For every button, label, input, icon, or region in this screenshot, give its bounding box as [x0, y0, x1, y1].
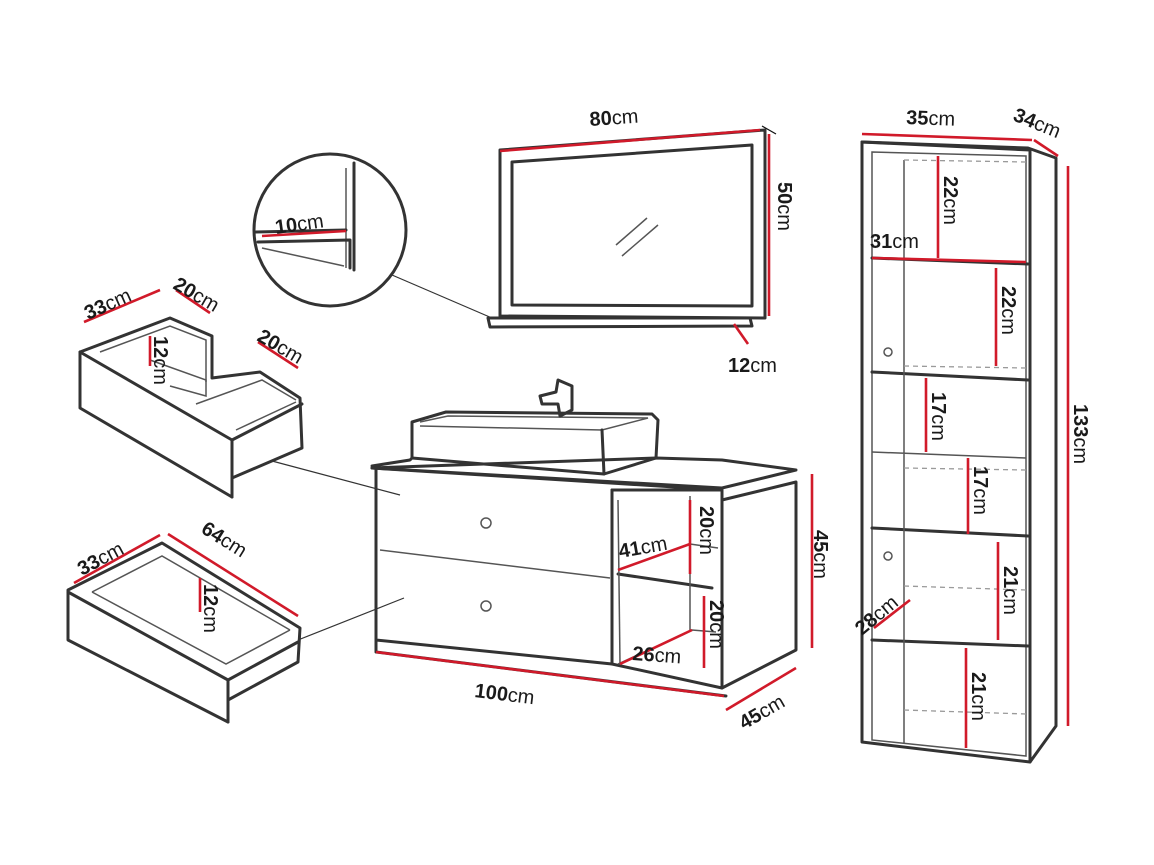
dimension-labels: 80cm 50cm 12cm 10cm 33cm 20cm 12cm 20cm …: [74, 104, 1091, 734]
mirror-height-label: 50cm: [773, 182, 795, 231]
tall-cabinet-inner-width-label: 31cm: [870, 231, 919, 253]
tall-cabinet-shelf-5-label: 21cm: [999, 566, 1021, 615]
frame-detail-zoom: [252, 152, 493, 319]
tall-cabinet-depth-label: 34cm: [1010, 104, 1064, 143]
vanity-height-label: 45cm: [809, 530, 831, 579]
tall-cabinet-height-label: 133cm: [1069, 404, 1091, 464]
mirror-shelf-depth-label: 12cm: [728, 355, 777, 377]
tall-cabinet: [860, 132, 1070, 764]
top-drawer-height-label: 12cm: [149, 336, 171, 385]
top-drawer-depth-label: 33cm: [81, 285, 135, 325]
tall-cabinet-shelf-6-label: 21cm: [967, 672, 989, 721]
bottom-drawer-width-label: 64cm: [197, 518, 250, 563]
vanity-width-label: 100cm: [473, 680, 535, 709]
bottom-drawer: [66, 532, 405, 724]
tall-cabinet-width-label: 35cm: [906, 107, 956, 131]
top-drawer: [78, 288, 401, 499]
tall-cabinet-shelf-3-label: 17cm: [927, 392, 949, 441]
tall-cabinet-shelf-2-label: 22cm: [997, 286, 1019, 335]
top-drawer-back-label: 20cm: [170, 273, 223, 317]
mirror: [486, 125, 777, 345]
vanity-upper-shelf-label: 20cm: [695, 506, 717, 555]
bottom-drawer-height-label: 12cm: [199, 584, 221, 633]
vanity-shelf-width-label: 41cm: [617, 533, 669, 563]
vanity-lower-shelf-label: 20cm: [705, 600, 727, 649]
tall-cabinet-inner-depth-label: 28cm: [851, 592, 903, 640]
mirror-width-label: 80cm: [589, 106, 639, 131]
top-drawer-side-label: 20cm: [254, 325, 307, 369]
vanity-cabinet: [370, 378, 814, 712]
tall-cabinet-shelf-4-label: 17cm: [969, 466, 991, 515]
vanity-depth-label: 45cm: [736, 691, 789, 735]
vanity-shelf-depth-label: 26cm: [632, 643, 682, 668]
tall-cabinet-shelf-1-label: 22cm: [939, 176, 961, 225]
frame-detail-label: 10cm: [274, 210, 326, 239]
